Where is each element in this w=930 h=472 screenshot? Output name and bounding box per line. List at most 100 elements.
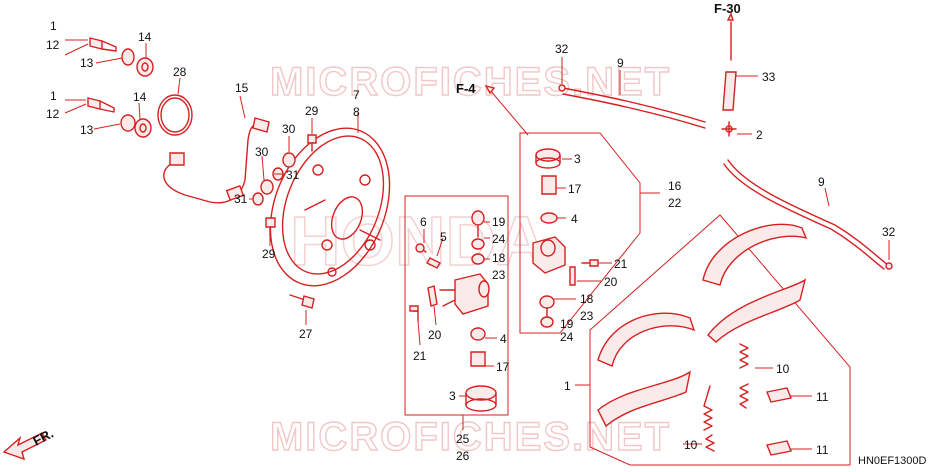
callout-21b: 21 xyxy=(614,257,628,271)
watermark-top: MICROFICHES.NET xyxy=(270,60,671,104)
callout-10b: 10 xyxy=(684,438,698,452)
bolt-set-upper xyxy=(89,37,154,77)
callout-14b: 14 xyxy=(133,90,147,104)
adjuster-19-24-left xyxy=(471,210,485,250)
callout-1b: 1 xyxy=(50,89,57,103)
spring-10-lower xyxy=(703,385,715,452)
callout-19b: 19 xyxy=(560,317,574,331)
cup-4-left xyxy=(470,327,486,341)
callout-31a: 31 xyxy=(286,168,300,182)
piston-17-right xyxy=(541,175,557,195)
callout-30a: 30 xyxy=(282,122,296,136)
callout-29a: 29 xyxy=(305,104,319,118)
callout-24b: 24 xyxy=(560,330,574,344)
callout-6: 6 xyxy=(420,215,427,229)
cup-4-right xyxy=(540,212,558,224)
callout-32a: 32 xyxy=(555,42,569,56)
wheel-cylinder-right xyxy=(532,236,566,274)
pad-11-upper xyxy=(766,387,792,403)
group-16-22-box xyxy=(519,132,641,334)
pad-11-lower xyxy=(766,440,792,456)
nut-30-lower xyxy=(260,179,274,195)
callout-14a: 14 xyxy=(138,30,152,44)
callout-24a: 24 xyxy=(492,232,506,246)
callout-21a: 21 xyxy=(413,349,427,363)
callout-30b: 30 xyxy=(255,145,269,159)
callout-10a: 10 xyxy=(776,362,790,376)
bolt-21-left xyxy=(409,305,419,322)
callout-2: 2 xyxy=(756,128,763,142)
brake-cable-lower xyxy=(723,159,893,270)
adjuster-18-23-right xyxy=(539,295,555,328)
front-direction-arrow: FR. xyxy=(2,426,56,461)
brake-shoe-lower-left xyxy=(597,312,696,428)
callout-12b: 12 xyxy=(46,107,60,121)
boot-3-right xyxy=(535,148,561,169)
callout-32b: 32 xyxy=(882,225,896,239)
callout-8: 8 xyxy=(353,105,360,119)
boot-3-left xyxy=(465,385,497,412)
callout-3b: 3 xyxy=(574,152,581,166)
callout-11b: 11 xyxy=(816,443,829,457)
bolt-21-right xyxy=(581,259,599,267)
nut-30-upper xyxy=(282,152,296,168)
piston-17-left xyxy=(470,351,486,367)
callout-4b: 4 xyxy=(571,212,578,226)
callout-33: 33 xyxy=(762,70,776,84)
bleeder-5 xyxy=(426,257,441,269)
callout-13b: 13 xyxy=(80,123,94,137)
callout-12a: 12 xyxy=(46,38,60,52)
callout-16: 16 xyxy=(668,179,682,193)
callout-1c: 1 xyxy=(564,379,571,393)
ref-f4: F-4 xyxy=(456,81,476,96)
callout-7: 7 xyxy=(353,88,360,102)
nut-31-lower xyxy=(252,192,264,206)
callout-15: 15 xyxy=(235,81,249,95)
f4-arrow-head xyxy=(484,84,496,95)
callout-11a: 11 xyxy=(816,390,829,404)
callout-26: 26 xyxy=(456,449,470,463)
callout-29b: 29 xyxy=(262,247,276,261)
bleeder-6 xyxy=(415,243,427,253)
callout-5: 5 xyxy=(440,230,447,244)
callout-17a: 17 xyxy=(496,360,510,374)
callout-31b: 31 xyxy=(234,192,248,206)
bolt-29-upper xyxy=(307,134,317,152)
callout-17b: 17 xyxy=(568,182,582,196)
callout-23b: 23 xyxy=(580,309,594,323)
diagram-code: HN0EF1300D xyxy=(858,455,927,467)
clip-20-right xyxy=(569,266,576,286)
group-1-box xyxy=(589,214,851,466)
callout-18b: 18 xyxy=(580,292,594,306)
spring-10-upper xyxy=(739,343,749,409)
f4-arrow-line xyxy=(489,89,529,136)
clip-20-left xyxy=(427,285,438,307)
brake-hose xyxy=(163,117,270,204)
brake-shoe-upper-right xyxy=(702,223,808,343)
backing-plate xyxy=(269,127,391,287)
group-25-26-box xyxy=(404,195,509,416)
bolt-29-lower xyxy=(265,217,276,237)
ref-f30: F-30 xyxy=(714,1,741,16)
washer-18-23-left xyxy=(471,253,485,265)
bolt-set-lower xyxy=(87,97,152,138)
callout-20a: 20 xyxy=(428,328,442,342)
callout-20b: 20 xyxy=(604,275,618,289)
callout-25: 25 xyxy=(456,432,470,446)
o-ring-part xyxy=(157,94,193,136)
bolt-27 xyxy=(289,294,315,309)
callout-18a: 18 xyxy=(492,251,506,265)
f30-arrow-head xyxy=(726,12,734,21)
callout-23a: 23 xyxy=(492,268,506,282)
wheel-cylinder-left xyxy=(439,273,490,315)
callout-19a: 19 xyxy=(492,215,506,229)
callout-9b: 9 xyxy=(818,175,825,189)
callout-1a: 1 xyxy=(50,19,57,33)
hose-33 xyxy=(722,71,737,111)
callout-27: 27 xyxy=(299,327,313,341)
callout-22: 22 xyxy=(668,196,682,210)
callout-28: 28 xyxy=(173,65,187,79)
watermark-bottom: MICROFICHES.NET xyxy=(270,415,671,459)
